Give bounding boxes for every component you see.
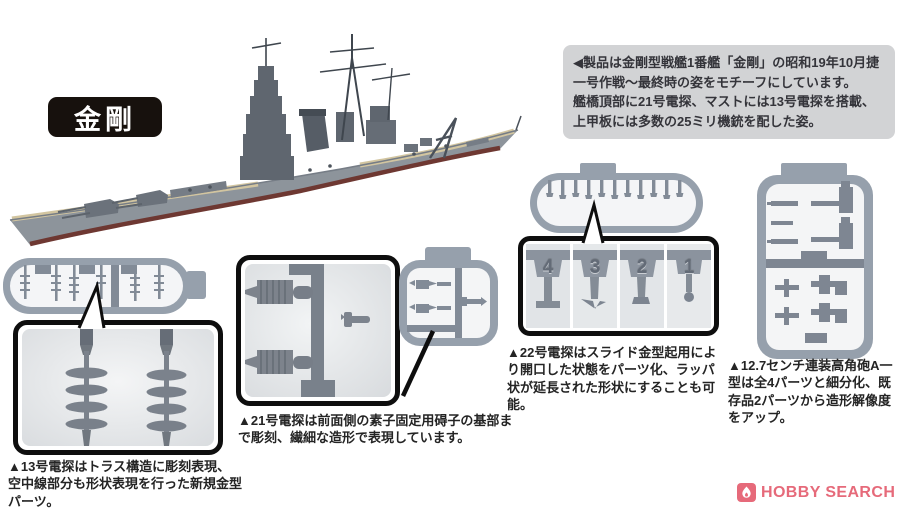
- radar21-closeup-photo: [245, 264, 391, 397]
- intro-text-box: ◀製品は金剛型戦艦1番艦「金剛」の昭和19年10月捷一号作戦～最終時の姿をモチー…: [563, 45, 895, 139]
- gun127-sprue-photo: [757, 163, 873, 359]
- ship-name-badge: 金剛: [48, 97, 162, 137]
- main-mast: [319, 34, 387, 141]
- caption-radar13: ▲13号電探はトラス構造に彫刻表現、空中線部分も形状表現を行った新規金型パーツ。: [8, 459, 243, 509]
- radar13-closeup-box: [13, 320, 223, 455]
- radar21-runner-parts: [407, 268, 487, 338]
- part-photo-2: 2: [620, 244, 664, 328]
- part-number: 3: [589, 257, 601, 278]
- hobby-search-logo: HOBBY SEARCH: [737, 483, 895, 502]
- radar21-closeup-box: [236, 255, 400, 406]
- small-part: [341, 312, 370, 327]
- part-number: 4: [542, 257, 554, 278]
- caption-gun127: ▲12.7センチ連装高角砲A一型は全4パーツと細分化、既存品2パーツから造形解像…: [728, 358, 893, 425]
- part-photo-4: 4: [526, 244, 570, 328]
- radar22-sprue-photo: [530, 163, 703, 233]
- part-number: 1: [683, 257, 695, 278]
- radar13-closeup-photo: [22, 329, 214, 446]
- part-photo-1: 1: [667, 244, 711, 328]
- intro-line-2: 艦橋頂部に21号電探、マストには13号電探を搭載、上甲板には多数の25ミリ機銃を…: [573, 94, 875, 129]
- radar22-parts: [546, 180, 684, 199]
- intro-line-1: ◀製品は金剛型戦艦1番艦「金剛」の昭和19年10月捷一号作戦～最終時の姿をモチー…: [573, 55, 880, 90]
- deck-details: [188, 144, 448, 192]
- radar21-sprue-photo: [399, 247, 498, 346]
- aft-structure: [366, 67, 522, 159]
- turret-shapes: [84, 137, 489, 218]
- part-number: 2: [636, 257, 648, 278]
- pagoda-mast: [240, 66, 294, 180]
- mattress-antenna-part: [245, 280, 313, 304]
- part-photo-3: 3: [573, 244, 617, 328]
- gun-barrels: [57, 197, 143, 219]
- radar13-sprue-photo: [3, 258, 206, 314]
- flame-icon: [737, 483, 756, 502]
- caption-radar21: ▲21号電探は前面側の素子固定用碍子の基部まで彫刻、繊細な造形で表現しています。: [238, 413, 513, 446]
- radar22-closeup-box: 4 3 2: [518, 236, 719, 336]
- fore-mast-lines: [251, 38, 282, 66]
- brand-name: HOBBY SEARCH: [761, 483, 896, 501]
- battleship-photo: [9, 34, 522, 247]
- insulator-part: [146, 329, 187, 446]
- ship-name-label: 金剛: [74, 104, 136, 135]
- mattress-antenna-part: [245, 350, 313, 374]
- funnel: [302, 110, 329, 152]
- gun127-parts: [766, 181, 864, 343]
- caption-radar22: ▲22号電探はスライド金型起用により開口した状態をパーツ化、ラッパ状が延長された…: [507, 345, 717, 412]
- insulator-part: [65, 329, 108, 446]
